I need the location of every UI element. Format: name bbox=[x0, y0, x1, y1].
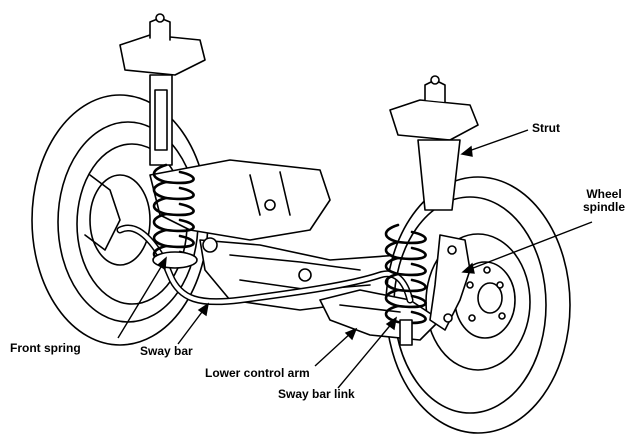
label-wheel-line1: Wheel bbox=[586, 187, 622, 201]
wheel-spindle bbox=[429, 234, 471, 331]
label-front-spring: Front spring bbox=[10, 341, 81, 355]
label-wheel-spindle: Wheel spindle bbox=[568, 188, 640, 214]
leader-lines bbox=[117, 129, 593, 389]
label-strut: Strut bbox=[532, 121, 560, 135]
right-wheel bbox=[385, 176, 571, 434]
label-wheel-line2: spindle bbox=[582, 200, 625, 214]
label-sway-bar: Sway bar bbox=[140, 344, 193, 358]
right-strut-assembly bbox=[384, 75, 479, 346]
label-lower-control-arm: Lower control arm bbox=[205, 366, 310, 380]
label-sway-bar-link: Sway bar link bbox=[278, 387, 355, 401]
sway-bar bbox=[116, 224, 414, 306]
